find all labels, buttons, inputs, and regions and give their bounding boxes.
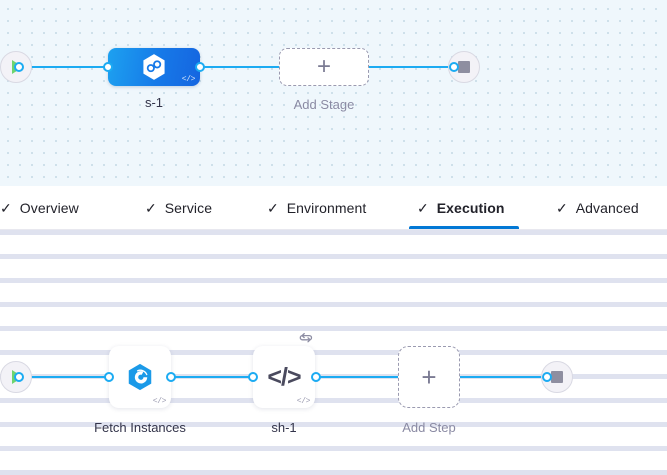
hexagon-infinity-icon — [143, 54, 165, 80]
port-end-input[interactable] — [449, 62, 459, 72]
tab-advanced[interactable]: ✓ Advanced — [556, 186, 639, 229]
connector-start-to-fetch — [18, 376, 118, 378]
port-sh1-input[interactable] — [248, 372, 258, 382]
tab-service[interactable]: ✓ Service — [145, 186, 212, 229]
retry-loop-icon — [299, 332, 313, 343]
port-exec-end-input[interactable] — [542, 372, 552, 382]
execution-step-canvas[interactable]: </> Fetch Instances </> </> sh-1 + Add S… — [0, 230, 667, 475]
check-icon: ✓ — [556, 199, 568, 216]
check-icon: ✓ — [267, 199, 279, 216]
step-code-badge: </> — [152, 397, 167, 406]
tab-execution[interactable]: ✓ Execution — [409, 186, 519, 229]
stage-code-badge: </> — [181, 75, 196, 84]
port-fetch-input[interactable] — [104, 372, 114, 382]
port-exec-start-output[interactable] — [14, 372, 24, 382]
tab-overview-label: Overview — [19, 199, 79, 216]
connector-addstep-to-end — [459, 376, 551, 378]
connector-start-to-stage — [18, 66, 118, 68]
step-node-fetch-instances[interactable]: </> — [109, 346, 171, 408]
port-stage-input[interactable] — [103, 62, 113, 72]
stage-node-label: s-1 — [144, 95, 164, 110]
tab-environment-label: Environment — [286, 199, 367, 216]
step-code-badge: </> — [296, 397, 311, 406]
harness-hexagon-icon — [128, 363, 152, 391]
step-label-sh1: sh-1 — [271, 420, 297, 435]
stage-node-s1[interactable]: </> — [108, 48, 200, 86]
pipeline-end-node[interactable] — [448, 51, 480, 83]
check-icon: ✓ — [145, 199, 157, 216]
check-icon: ✓ — [0, 199, 12, 216]
stop-icon — [551, 371, 563, 383]
shell-script-icon: </> — [267, 362, 301, 391]
port-sh1-output[interactable] — [311, 372, 321, 382]
add-step-label: Add Step — [402, 420, 456, 435]
step-node-sh1[interactable]: </> </> — [253, 332, 315, 408]
plus-icon: + — [421, 362, 437, 392]
tab-execution-label: Execution — [436, 199, 505, 216]
step-label-fetch-instances: Fetch Instances — [94, 420, 186, 435]
tab-service-label: Service — [164, 199, 213, 216]
tab-advanced-label: Advanced — [575, 199, 639, 216]
connector-fetch-to-sh1 — [170, 376, 260, 378]
plus-icon: + — [316, 53, 331, 80]
check-icon: ✓ — [417, 199, 429, 216]
stage-graph-canvas[interactable]: </> s-1 + Add Stage — [0, 0, 667, 186]
tab-overview[interactable]: ✓ Overview — [0, 186, 79, 229]
add-stage-button[interactable]: + — [279, 48, 369, 86]
port-fetch-output[interactable] — [166, 372, 176, 382]
connector-addstage-to-end — [368, 66, 458, 68]
stage-config-tabs[interactable]: ✓ Overview ✓ Service ✓ Environment ✓ Exe… — [0, 186, 667, 230]
connector-sh1-to-addstep — [313, 376, 401, 378]
tab-environment[interactable]: ✓ Environment — [267, 186, 366, 229]
add-step-button[interactable]: + — [398, 346, 460, 408]
add-stage-label: Add Stage — [293, 97, 355, 112]
port-stage-output[interactable] — [195, 62, 205, 72]
stop-icon — [458, 61, 470, 73]
connector-stage-to-addstage — [196, 66, 284, 68]
port-start-output[interactable] — [14, 62, 24, 72]
